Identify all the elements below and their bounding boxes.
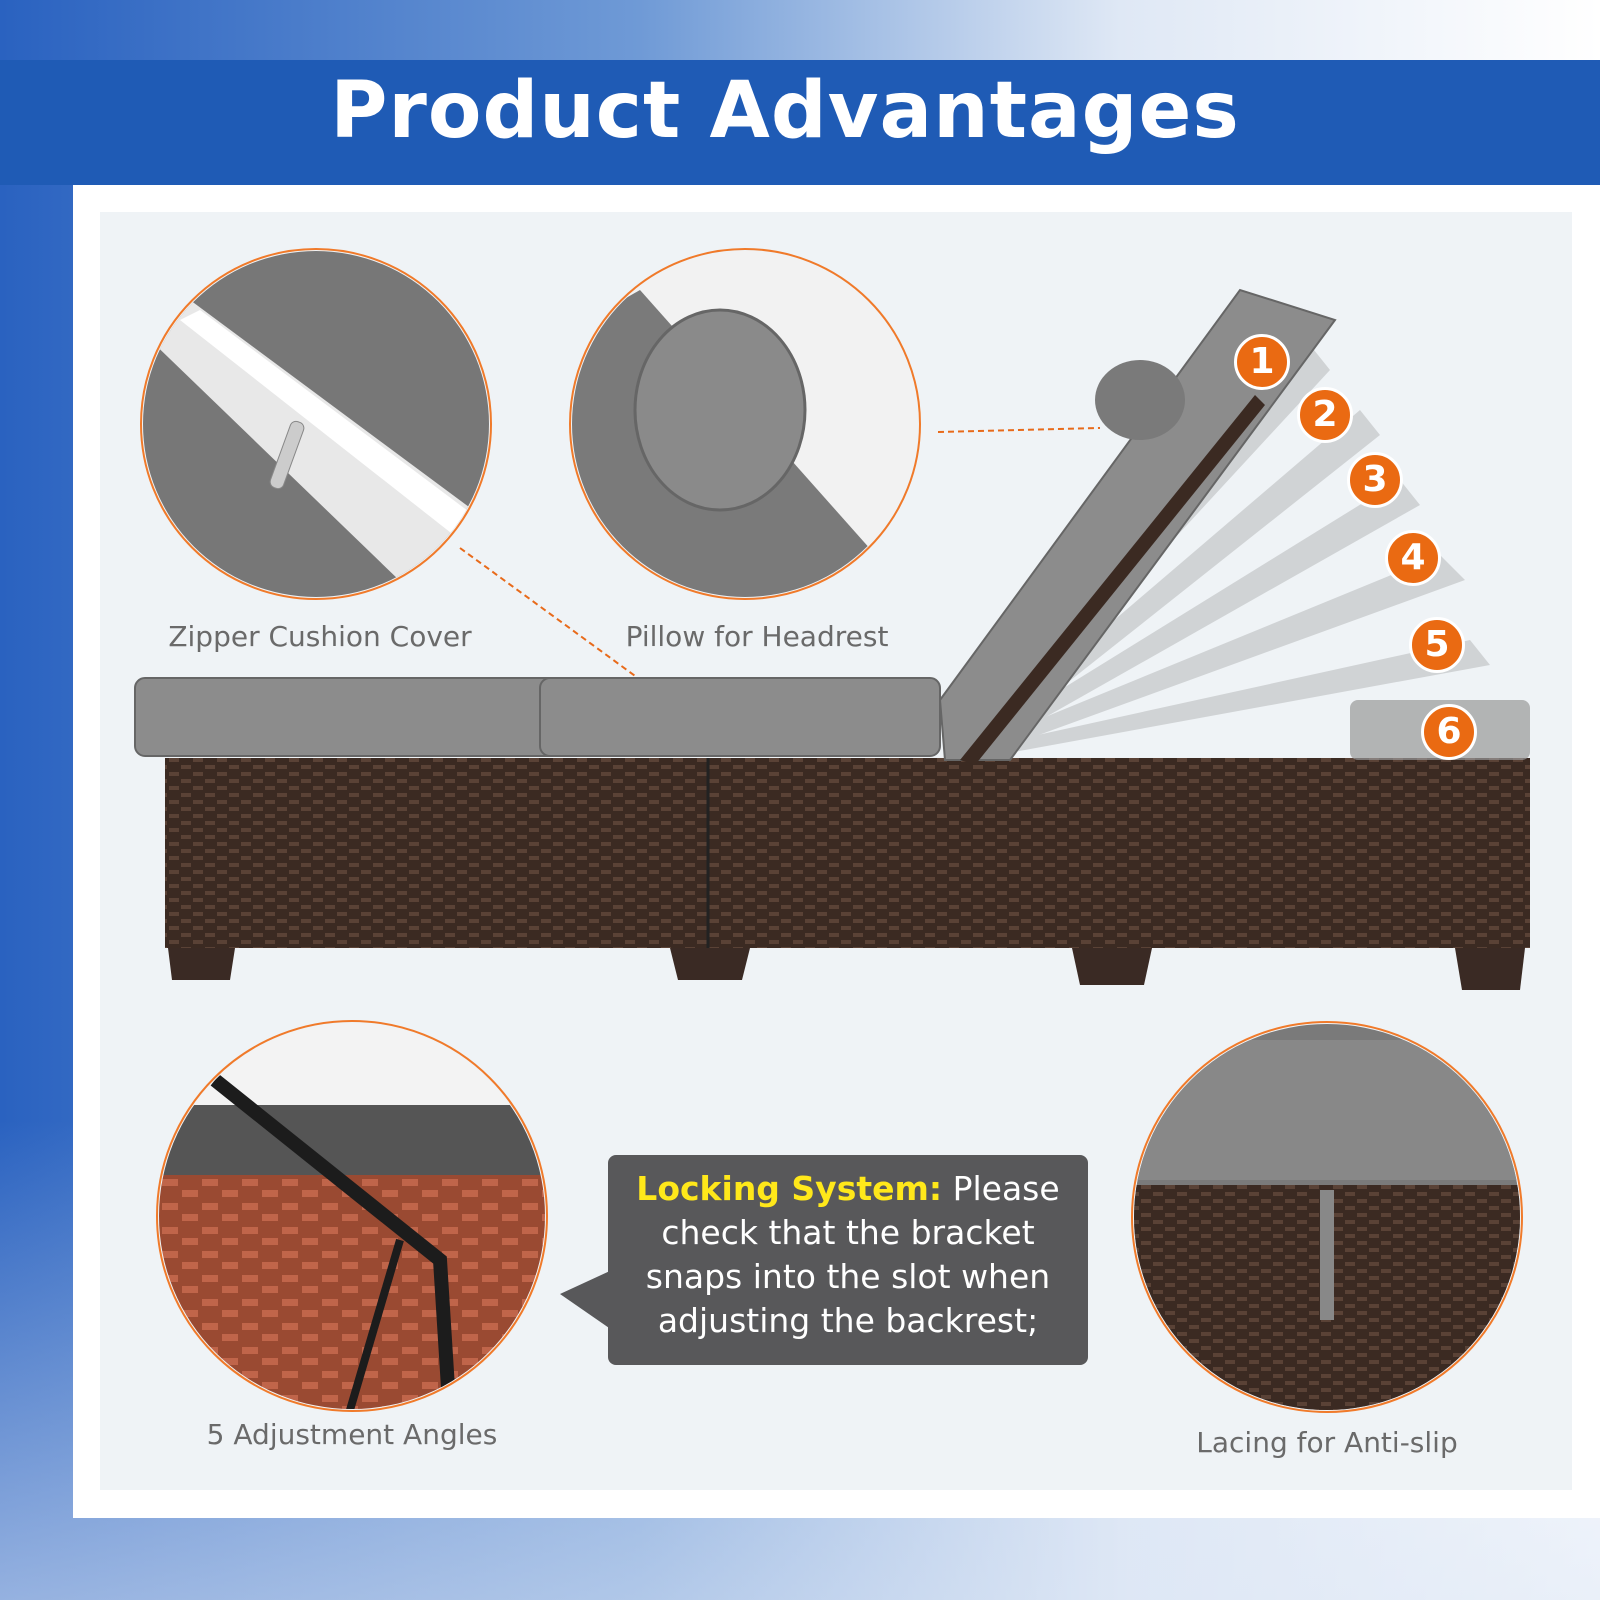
lounger bbox=[134, 288, 1530, 990]
title-banner bbox=[0, 60, 1600, 185]
zipper-label: Zipper Cushion Cover bbox=[168, 620, 472, 653]
position-badge-6: 6 bbox=[1421, 704, 1477, 760]
angles-label: 5 Adjustment Angles bbox=[206, 1418, 498, 1451]
locking-line-4: adjusting the backrest; bbox=[657, 1301, 1039, 1340]
pillow-label: Pillow for Headrest bbox=[625, 620, 889, 653]
position-badge-4: 4 bbox=[1385, 530, 1441, 586]
pillow-detail-image bbox=[572, 251, 918, 597]
bracket-detail-image bbox=[159, 1023, 545, 1409]
position-badge-1: 1 bbox=[1234, 334, 1290, 390]
lacing-detail-image bbox=[1134, 1024, 1520, 1410]
lacing-label: Lacing for Anti-slip bbox=[1196, 1426, 1458, 1459]
locking-line-1: Please bbox=[952, 1169, 1060, 1208]
zipper-detail-image bbox=[143, 251, 489, 597]
locking-line-3: snaps into the slot when bbox=[645, 1257, 1051, 1296]
position-badge-5: 5 bbox=[1409, 617, 1465, 673]
page-title: Product Advantages bbox=[330, 66, 1240, 156]
position-badge-2: 2 bbox=[1297, 387, 1353, 443]
locking-heading: Locking System: bbox=[636, 1169, 943, 1208]
locking-system-callout: Locking System: Please check that the br… bbox=[608, 1155, 1088, 1365]
position-badge-3: 3 bbox=[1347, 452, 1403, 508]
locking-line-2: check that the bracket bbox=[661, 1213, 1035, 1252]
